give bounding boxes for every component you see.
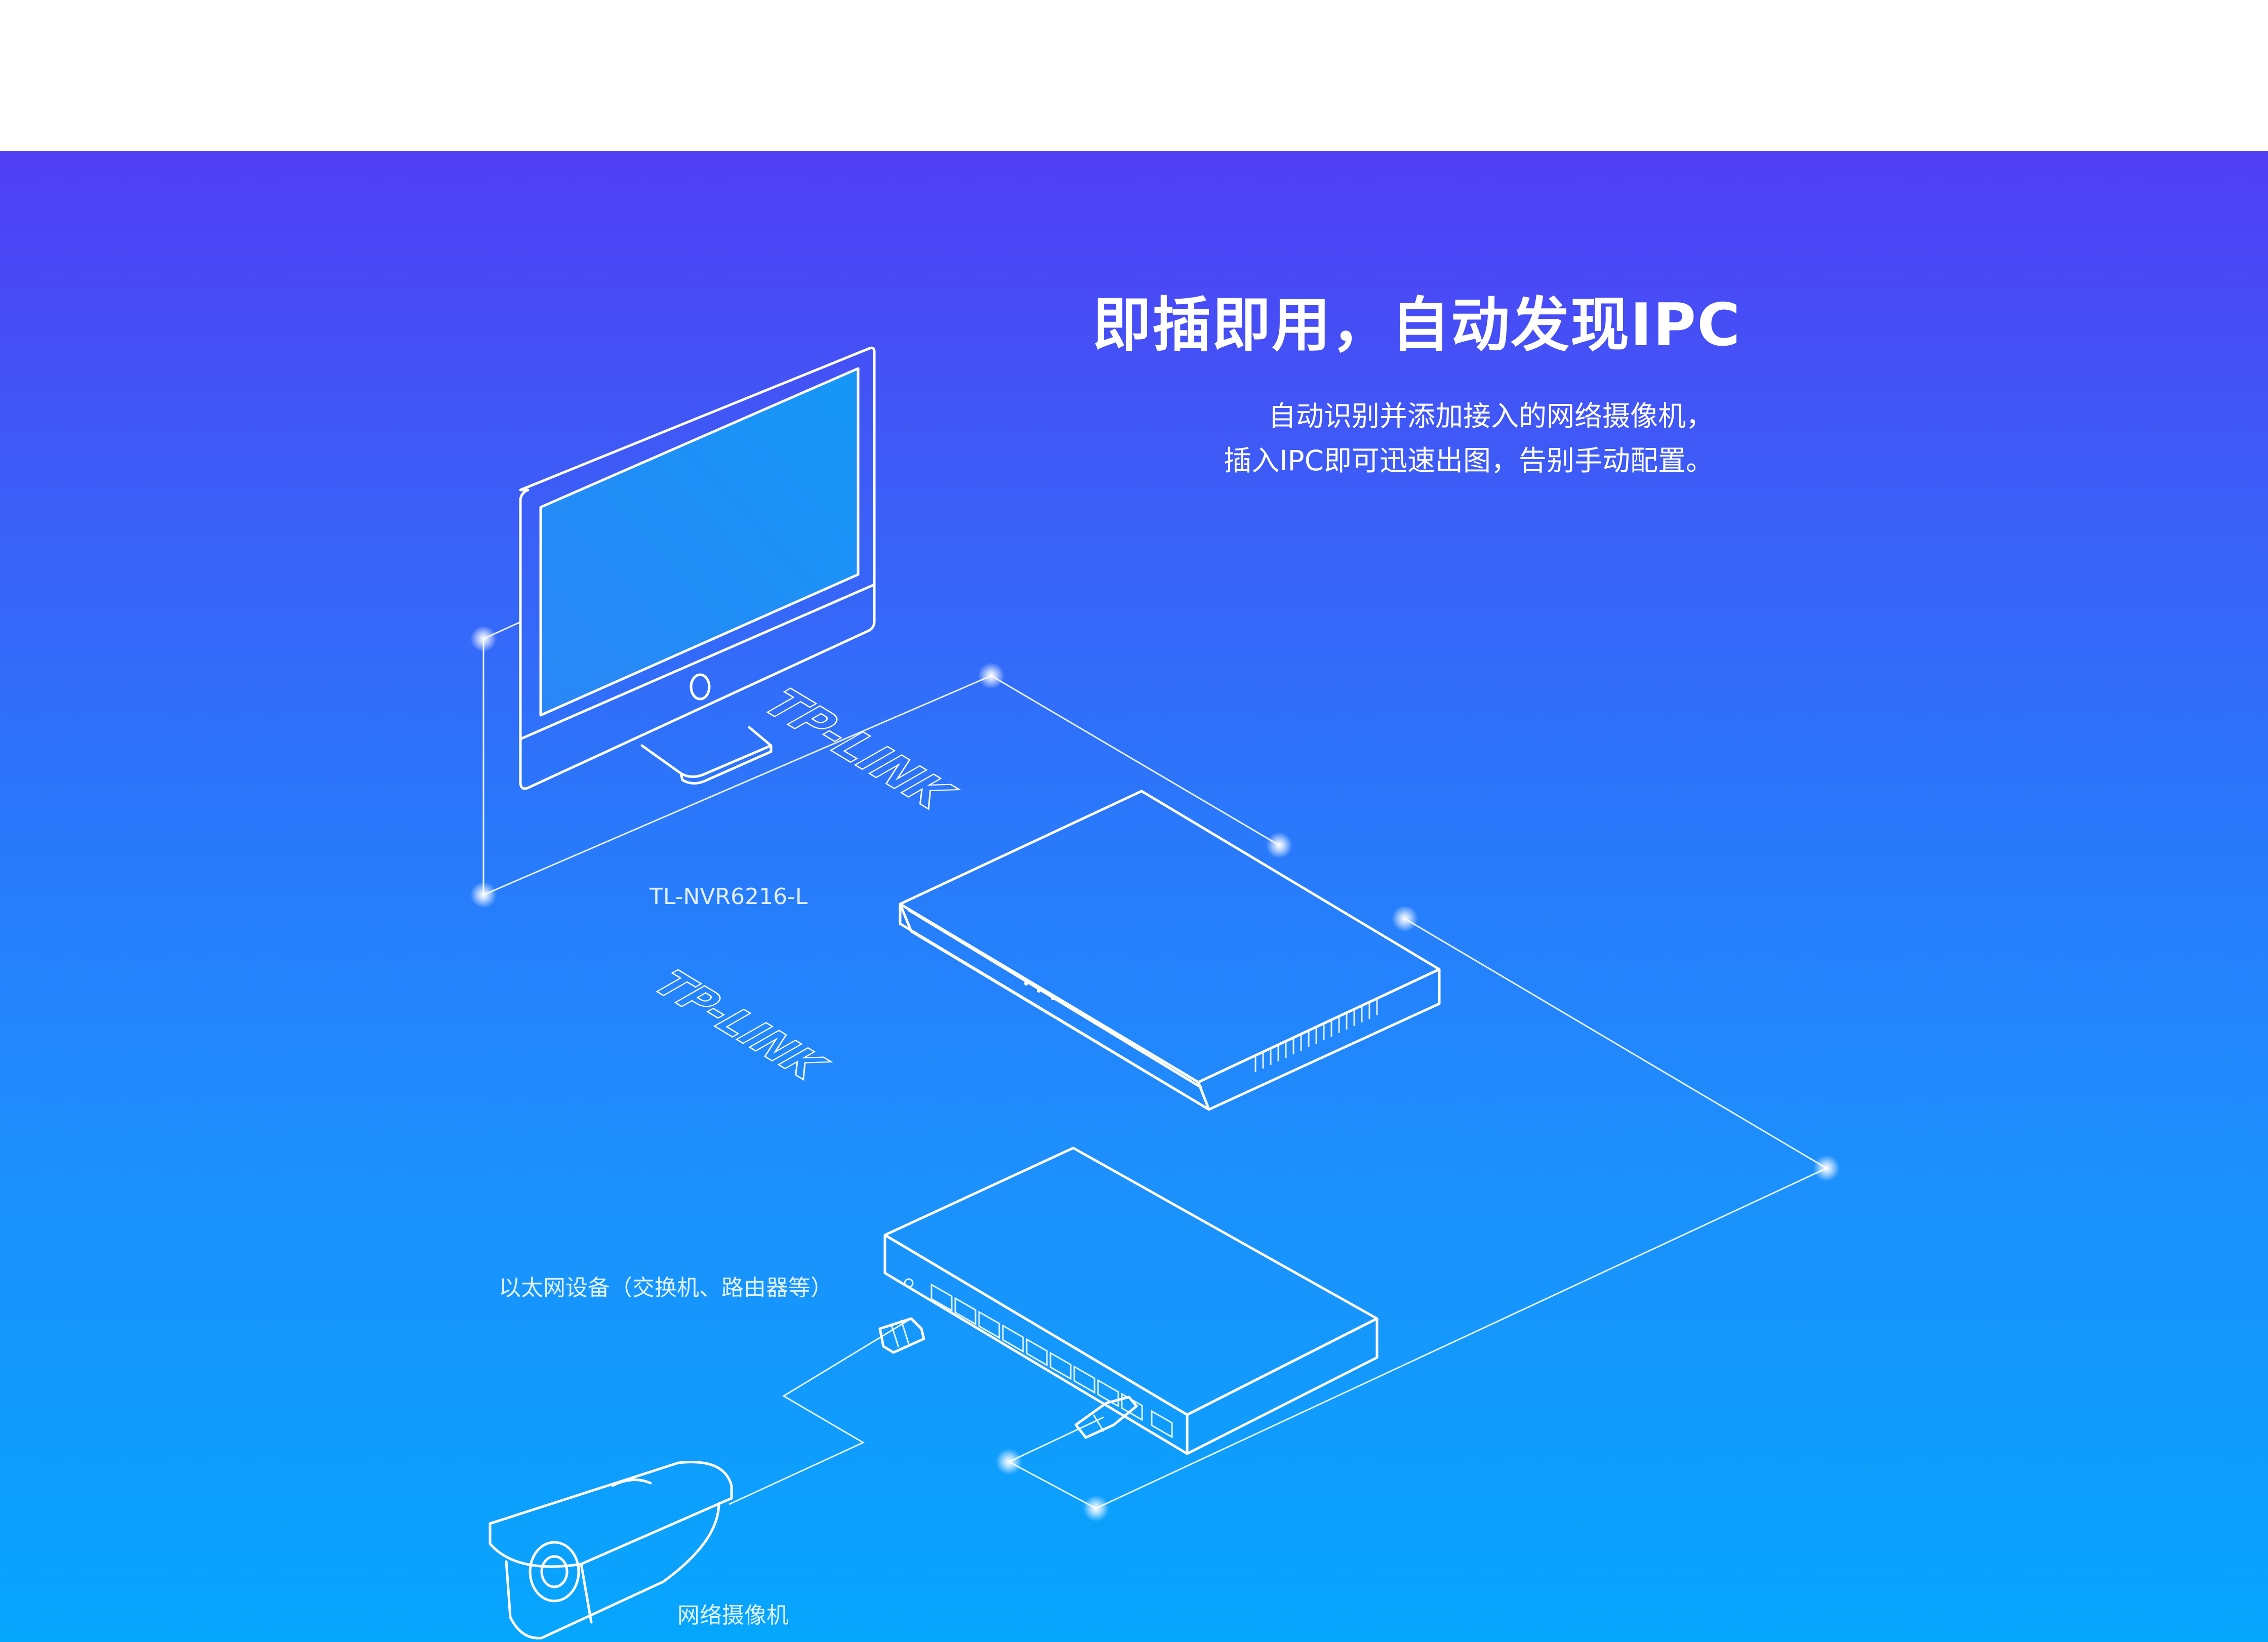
hero-section: 即插即用，自动发现IPC 自动识别并添加接入的网络摄像机， 插入IPC即可迅速出… <box>0 151 2268 1642</box>
nvr-brand-logo: TP-LINK <box>752 681 966 818</box>
switch-device-icon: TP-LINK <box>642 962 1379 1455</box>
switch-brand-logo: TP-LINK <box>643 963 838 1088</box>
camera-label: 网络摄像机 <box>677 1603 789 1628</box>
glow-node-icon <box>470 626 1840 1522</box>
network-illustration: TP-LINK TP-LINK <box>470 346 1840 1639</box>
monitor-icon <box>519 346 876 790</box>
ip-camera-icon <box>489 1460 733 1639</box>
switch-port-row <box>930 1283 1173 1439</box>
top-white-band <box>0 0 2268 151</box>
nvr-device-icon: TP-LINK <box>751 680 1441 1111</box>
ethernet-plug-icon-2 <box>1074 1395 1138 1439</box>
hero-subtitle-line-1: 自动识别并添加接入的网络摄像机， <box>1268 400 1714 432</box>
nvr-vent-icon <box>1254 999 1378 1072</box>
ethernet-plug-icon <box>878 1317 925 1354</box>
nvr-model-label: TL-NVR6216-L <box>650 884 808 910</box>
hero-title: 即插即用，自动发现IPC <box>1092 291 1742 359</box>
ethernet-device-label: 以太网设备（交换机、路由器等） <box>499 1275 833 1301</box>
connection-lines <box>482 621 1829 1509</box>
hero-subtitle: 自动识别并添加接入的网络摄像机， 插入IPC即可迅速出图，告别手动配置。 <box>1224 394 1714 483</box>
hero-subtitle-line-2: 插入IPC即可迅速出图，告别手动配置。 <box>1224 444 1714 477</box>
